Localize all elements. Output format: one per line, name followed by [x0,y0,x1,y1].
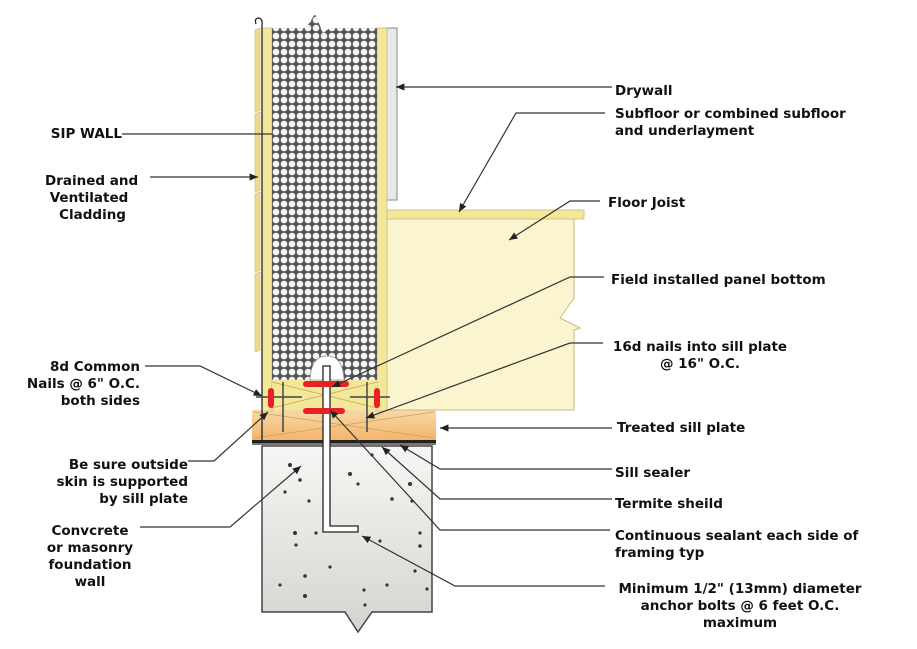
leader-floor-joist [508,200,600,241]
label-drywall: Drywall [615,83,673,99]
label-panel-bottom: Field installed panel bottom [611,272,826,288]
label-anchor-bolts: Minimum 1/2" (13mm) diameter anchor bolt… [618,581,862,631]
label-foundation: Convcrete or masonry foundation wall [46,523,134,590]
floor-joist [384,217,582,411]
leader-sill-sealer [399,444,612,470]
sill-sealer [252,443,436,445]
cladding [254,27,261,353]
label-cladding: Drained and Ventilated Cladding [45,173,139,223]
weather-barrier [254,17,263,440]
leader-panel-bottom [331,276,604,388]
leader-foundation [140,465,302,528]
leader-anchor [361,535,605,587]
sip-inner-skin [376,27,388,412]
label-sip-wall: SIP WALL [50,126,122,142]
label-subfloor: Subfloor or combined subfloor and underl… [615,106,846,139]
sip-outer-skin [261,27,273,412]
leader-lines [122,83,612,587]
label-sill-sealer: Sill sealer [615,465,691,481]
leader-termite [381,446,612,500]
label-outside-skin: Be sure outside skin is supported by sil… [56,457,189,507]
leader-subfloor [458,112,605,213]
leader-sealant [329,409,610,531]
sip-foam-core [272,14,377,380]
leader-16d-nails [365,342,603,419]
label-sealant: Continuous sealant each side of framing … [615,528,859,561]
leader-outside-skin [188,411,269,462]
label-8d-nails: 8d Common Nails @ 6" O.C. both sides [26,359,140,409]
termite-shield [252,440,436,443]
label-floor-joist: Floor Joist [608,195,686,211]
nails [256,382,390,432]
label-sill-plate: Treated sill plate [617,420,746,436]
foundation-wall [261,445,433,634]
leader-8d-nails [145,365,263,397]
label-termite-shield: Termite sheild [615,496,723,512]
label-16d-nails: 16d nails into sill plate @ 16" O.C. [612,339,788,372]
